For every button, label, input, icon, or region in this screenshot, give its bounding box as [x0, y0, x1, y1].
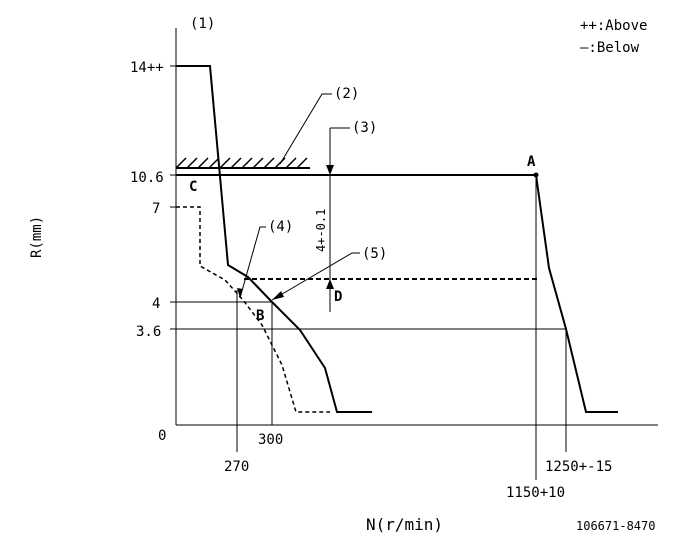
solid-curve — [176, 65, 372, 413]
drawing-number: 106671-8470 — [576, 519, 655, 533]
y-axis-label: R(mm) — [29, 216, 45, 258]
callout-4: (4) — [268, 219, 293, 235]
figure-ref: (1) — [190, 16, 215, 32]
point-c-label: C — [189, 179, 197, 195]
legend-below: —:Below — [580, 40, 640, 56]
point-a-label: A — [527, 154, 536, 170]
y-tick-4: 4 — [152, 296, 160, 312]
callout-2: (2) — [334, 86, 359, 102]
x-tick-1150: 1150+10 — [506, 485, 565, 501]
point-b-label: B — [256, 308, 264, 324]
point-d-label: D — [334, 289, 342, 305]
y-tick-14: 14++ — [130, 60, 164, 76]
leader-4 — [239, 226, 266, 299]
x-tick-300: 300 — [258, 432, 283, 448]
dashed-curve-lower — [176, 206, 330, 413]
y-tick-7: 7 — [152, 201, 160, 217]
y-tick-10-6: 10.6 — [130, 170, 164, 186]
leader-4-arrowhead — [237, 288, 243, 298]
dimension-label: 4+-0.1 — [314, 209, 328, 252]
y-tick-0: 0 — [158, 428, 166, 444]
stopper-hatch — [175, 157, 310, 169]
y-tick-3-6: 3.6 — [136, 324, 161, 340]
x-axis-label: N(r/min) — [366, 515, 443, 534]
leader-5 — [271, 252, 360, 301]
leader-5-arrowhead — [272, 291, 284, 300]
x-tick-270: 270 — [224, 459, 249, 475]
callout-5: (5) — [362, 246, 387, 262]
callout-3: (3) — [352, 120, 377, 136]
leader-2 — [279, 93, 332, 165]
solid-curve-plateau — [176, 174, 618, 413]
arrow-up-d — [326, 279, 334, 289]
x-tick-1250: 1250+-15 — [545, 459, 612, 475]
legend-above: ++:Above — [580, 18, 647, 34]
arrow-down-3 — [326, 165, 334, 175]
